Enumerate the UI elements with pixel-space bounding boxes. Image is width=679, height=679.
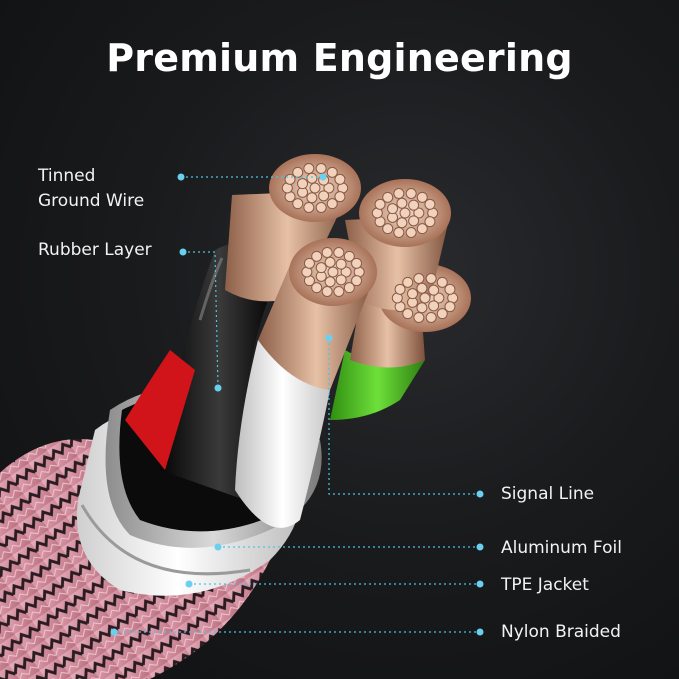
strand-dot [413, 273, 425, 285]
label-tinned-line1: Tinned [38, 166, 96, 186]
strand-dot [351, 257, 363, 269]
dot-signal-end [476, 490, 484, 498]
strand-dot [324, 276, 336, 288]
strand-dot [321, 247, 333, 259]
strand-dot [323, 182, 335, 194]
dot-tinned [177, 173, 185, 181]
strand-dot [311, 282, 323, 294]
strand-dot [436, 276, 448, 288]
strand-dot [402, 308, 414, 320]
strand-dot [334, 173, 346, 185]
strand-dot [444, 301, 456, 313]
strand-dot [396, 217, 408, 229]
strand-dot [408, 199, 420, 211]
strand-dot [351, 275, 363, 287]
strand-dot [306, 192, 318, 204]
label-rubber-layer: Rubber Layer [38, 240, 152, 260]
strand-dot [425, 273, 437, 285]
dot-foil [214, 543, 222, 551]
red-insulation [125, 350, 195, 470]
strand-dot [303, 257, 315, 269]
strand-dot [326, 166, 338, 178]
strand-dot [407, 288, 419, 300]
dot-tinned-end [319, 173, 327, 181]
strand-dot [416, 223, 428, 235]
strand-dot [416, 282, 428, 294]
label-signal-line: Signal Line [501, 484, 595, 504]
dot-rubber-end [214, 384, 222, 392]
strand-dot [343, 250, 355, 262]
callout-dots [110, 173, 484, 636]
strand-dot [315, 262, 327, 274]
dot-signal [325, 334, 333, 342]
strand-dot [408, 215, 420, 227]
strand-dot [419, 292, 431, 304]
strand-dot [334, 191, 346, 203]
strand-dot [428, 284, 440, 296]
strand-dot [306, 172, 318, 184]
strand-dot [340, 266, 352, 278]
strand-dot [311, 250, 323, 262]
strand-dot [428, 300, 440, 312]
callout-line-signal [328, 338, 478, 495]
strand-dot [394, 283, 406, 295]
dot-tpe [185, 580, 193, 588]
strand-dot [399, 207, 411, 219]
strand-dot [405, 188, 417, 200]
strand-dot [413, 207, 425, 219]
strand-dot [303, 163, 315, 175]
label-aluminum-foil: Aluminum Foil [501, 538, 622, 558]
label-nylon-braided: Nylon Braided [501, 622, 621, 642]
strand-dot [292, 198, 304, 210]
strand-dot [333, 247, 345, 259]
strand-dot [309, 182, 321, 194]
strand-dot [396, 197, 408, 209]
strand-dot [424, 198, 436, 210]
strand-dot [416, 191, 428, 203]
label-tinned-line2: Ground Wire [38, 191, 145, 211]
strand-dot [387, 203, 399, 215]
strand-dot [315, 201, 327, 213]
strand-dot [393, 226, 405, 238]
strand-dot [424, 216, 436, 228]
dot-nylon [110, 628, 118, 636]
callout-line-rubber [183, 251, 219, 389]
strand-dot [382, 191, 394, 203]
callout-lines [114, 176, 480, 633]
strand-dot [333, 285, 345, 297]
strand-dot [318, 190, 330, 202]
strand-dot [433, 292, 445, 304]
strand-dot [327, 266, 339, 278]
strand-dot [321, 285, 333, 297]
strand-dot [393, 188, 405, 200]
strand-dot [444, 283, 456, 295]
strand-dot [413, 311, 425, 323]
strand-dot [436, 308, 448, 320]
dot-rubber [179, 248, 187, 256]
strand-dot [335, 274, 347, 286]
wire-strands [281, 163, 459, 323]
strand-dot [416, 302, 428, 314]
strand-dot [326, 198, 338, 210]
strand-dot [425, 311, 437, 323]
strand-dot [405, 226, 417, 238]
label-tinned-ground-wire: Tinned Ground Wire [38, 164, 144, 214]
strand-dot [315, 163, 327, 175]
strand-dot [303, 201, 315, 213]
page-title: Premium Engineering [106, 36, 573, 80]
strand-dot [335, 258, 347, 270]
strand-dot [382, 223, 394, 235]
strand-dot [297, 178, 309, 190]
strand-dot [292, 166, 304, 178]
strand-dot [324, 256, 336, 268]
label-tpe-jacket: TPE Jacket [501, 575, 589, 595]
dot-foil-end [476, 543, 484, 551]
strand-dot [402, 276, 414, 288]
dot-nylon-end [476, 628, 484, 636]
strand-dot [374, 198, 386, 210]
strand-dot [343, 282, 355, 294]
dot-tpe-end [476, 580, 484, 588]
